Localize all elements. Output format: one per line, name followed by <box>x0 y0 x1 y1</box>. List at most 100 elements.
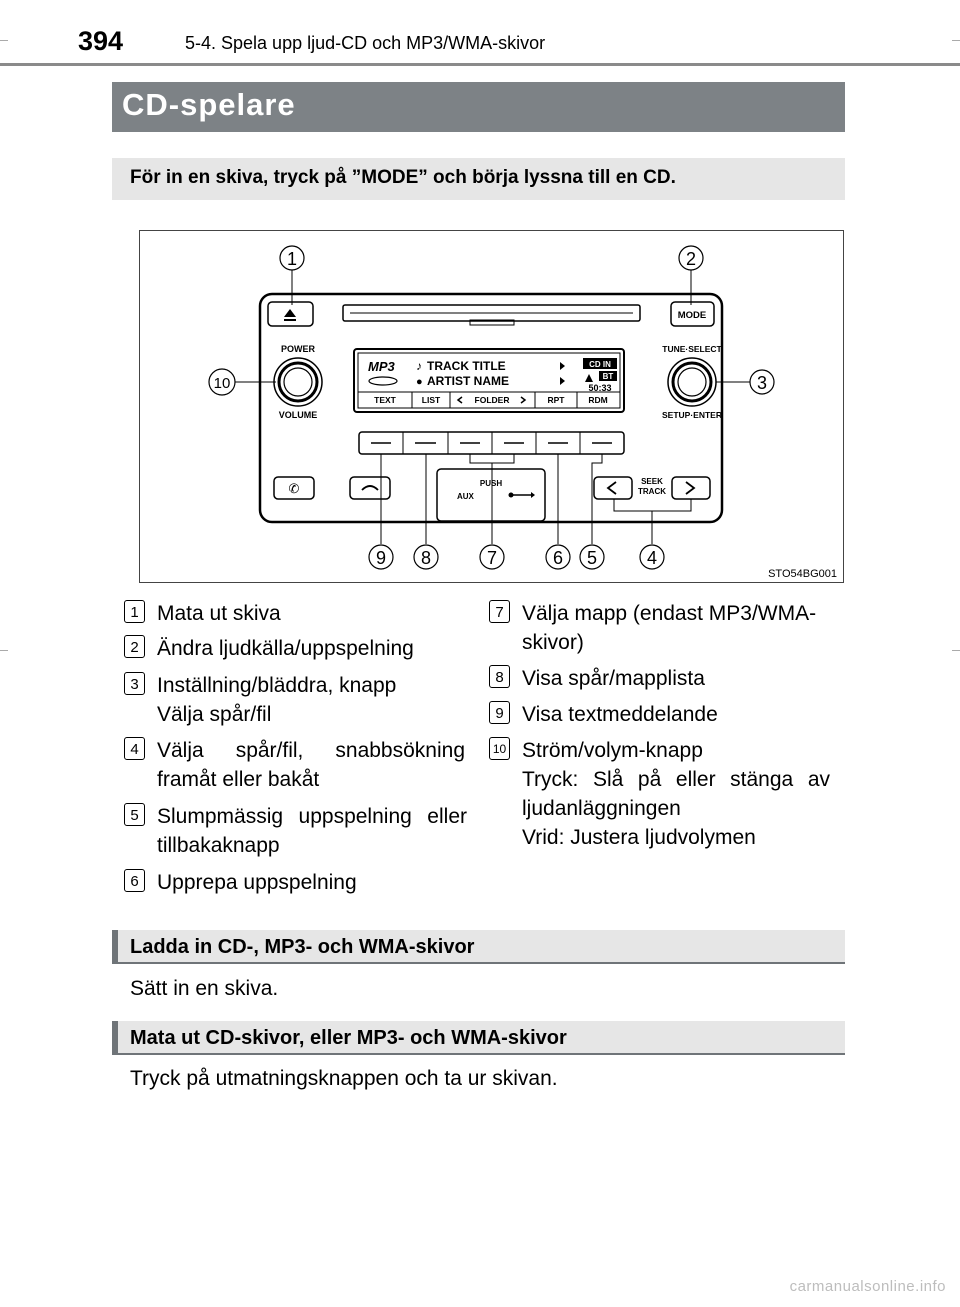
header-rule <box>0 63 960 66</box>
legend-badge: 2 <box>124 635 145 658</box>
legend-text: Välja spår/fil <box>157 703 272 726</box>
legend-item-10: 10 Ström/volym-knapp Tryck: Slå på eller… <box>489 736 830 852</box>
callout-5: 5 <box>587 548 597 568</box>
legend-text: framåt eller bakåt <box>157 768 320 791</box>
callout-4: 4 <box>647 548 657 568</box>
folder-left-icon <box>456 396 463 404</box>
display-btn-rpt: RPT <box>548 395 566 405</box>
play-icon <box>560 377 565 385</box>
preset-dividers <box>402 432 581 454</box>
seek-back-button[interactable] <box>593 476 633 500</box>
tune-select-label: TUNE·SELECT <box>662 344 722 354</box>
seek-forward-button[interactable] <box>671 476 711 500</box>
section-heading: Mata ut CD-skivor, eller MP3- och WMA-sk… <box>130 1027 567 1049</box>
page-number: 394 <box>78 26 124 56</box>
crop-mark <box>952 650 960 651</box>
display-outline <box>353 348 625 413</box>
leader-lines <box>234 269 750 544</box>
display-track-title: TRACK TITLE <box>427 359 506 373</box>
bt-badge <box>599 371 617 381</box>
head-unit-outline <box>258 292 724 524</box>
chapter-title: 5-4. Spela upp ljud-CD och MP3/WMA-skivo… <box>185 33 546 53</box>
display-person-icon: ● <box>416 376 423 388</box>
cd-slot-tab <box>469 319 515 326</box>
display-time: 50:33 <box>588 383 611 393</box>
legend-badge: 4 <box>124 737 145 760</box>
legend-text: Visa spår/mapplista <box>522 667 705 690</box>
aux-usb-panel <box>436 468 546 522</box>
cd-in-badge <box>583 358 617 369</box>
legend-text: Slumpmässig uppspelning eller <box>157 805 467 828</box>
display-btn-list: LIST <box>422 395 441 405</box>
legend-item-1: 1 Mata ut skiva <box>124 599 281 628</box>
display-artist-name: ARTIST NAME <box>427 374 509 388</box>
callout-3: 3 <box>757 373 767 393</box>
legend-text: Välja spår/fil, snabbsökning <box>157 739 465 762</box>
aux-label: AUX <box>457 492 475 501</box>
tune-select-knob[interactable] <box>667 357 717 407</box>
section-body-eject: Tryck på utmatningsknappen och ta ur ski… <box>130 1067 558 1090</box>
legend-item-6: 6 Upprepa uppspelning <box>124 868 357 897</box>
legend-item-4: 4 Välja spår/fil, snabbsökning framåt el… <box>124 736 465 794</box>
phone-hangup-icon <box>361 485 379 491</box>
setup-enter-label: SETUP·ENTER <box>662 410 722 420</box>
legend-badge: 1 <box>124 600 145 623</box>
display-note-icon: ♪ <box>416 359 422 373</box>
chevron-left-icon <box>606 481 617 495</box>
callout-1: 1 <box>287 249 297 269</box>
legend-item-8: 8 Visa spår/mapplista <box>489 664 705 693</box>
usb-icon <box>508 492 514 498</box>
section-header-load: Ladda in CD-, MP3- och WMA-skivor <box>112 930 845 964</box>
intro-text: För in en skiva, tryck på ”MODE” och bör… <box>130 167 676 188</box>
usb-icon-arrow <box>531 492 535 498</box>
legend-item-5: 5 Slumpmässig uppspelning eller tillbaka… <box>124 802 467 860</box>
legend-text: Tryck: Slå på eller stänga av <box>522 768 830 791</box>
crop-mark <box>0 40 8 41</box>
folder-right-icon <box>520 396 527 404</box>
play-icon <box>560 362 565 370</box>
legend-text: skivor) <box>522 631 584 654</box>
legend-text: Upprepa uppspelning <box>157 871 357 894</box>
callout-9: 9 <box>376 548 386 568</box>
volume-label: VOLUME <box>279 410 318 420</box>
mode-label: MODE <box>678 310 707 321</box>
legend-badge: 7 <box>489 600 510 623</box>
signal-icon <box>585 374 593 382</box>
watermark: carmanualsonline.info <box>789 1278 946 1295</box>
radio-diagram: MODE POWER VOLUME TUNE·SELECT SETUP·ENTE… <box>208 245 775 570</box>
legend-item-2: 2 Ändra ljudkälla/uppspelning <box>124 634 414 663</box>
section-heading: Ladda in CD-, MP3- och WMA-skivor <box>130 936 475 958</box>
callout-2: 2 <box>686 249 696 269</box>
legend-badge: 5 <box>124 803 145 826</box>
legend-badge: 8 <box>489 665 510 688</box>
legend-item-3: 3 Inställning/bläddra, knapp Välja spår/… <box>124 671 396 729</box>
display-btn-folder: FOLDER <box>475 395 510 405</box>
disc-icon <box>368 376 398 386</box>
crop-mark <box>952 40 960 41</box>
legend-text: Ändra ljudkälla/uppspelning <box>157 637 414 660</box>
bt-text: BT <box>603 372 614 381</box>
section-body-load: Sätt in en skiva. <box>130 977 279 1000</box>
display-btn-text: TEXT <box>374 395 397 405</box>
display-btn-rdm: RDM <box>588 395 607 405</box>
legend-badge: 9 <box>489 701 510 724</box>
cd-slot <box>342 304 641 322</box>
phone-pickup-icon: ✆ <box>289 481 300 496</box>
power-volume-knob[interactable] <box>273 357 323 407</box>
phone-hangup-button[interactable] <box>349 476 391 500</box>
eject-button[interactable] <box>267 301 314 327</box>
legend-text: Mata ut skiva <box>157 602 281 625</box>
legend-text: Vrid: Justera ljudvolymen <box>522 826 756 849</box>
tune-select-knob-inner <box>671 361 713 403</box>
power-volume-knob-inner <box>277 361 319 403</box>
callout-6: 6 <box>553 548 563 568</box>
cd-in-text: CD IN <box>589 360 611 369</box>
figure-code: STO54BG001 <box>768 568 837 580</box>
phone-pickup-button[interactable] <box>273 476 315 500</box>
callout-10: 10 <box>214 375 231 392</box>
mode-button[interactable] <box>670 301 715 327</box>
chevron-right-icon <box>685 481 696 495</box>
tune-select-knob-cap <box>677 367 707 397</box>
legend-item-7: 7 Välja mapp (endast MP3/WMA- skivor) <box>489 599 816 657</box>
display-screen <box>357 352 621 409</box>
